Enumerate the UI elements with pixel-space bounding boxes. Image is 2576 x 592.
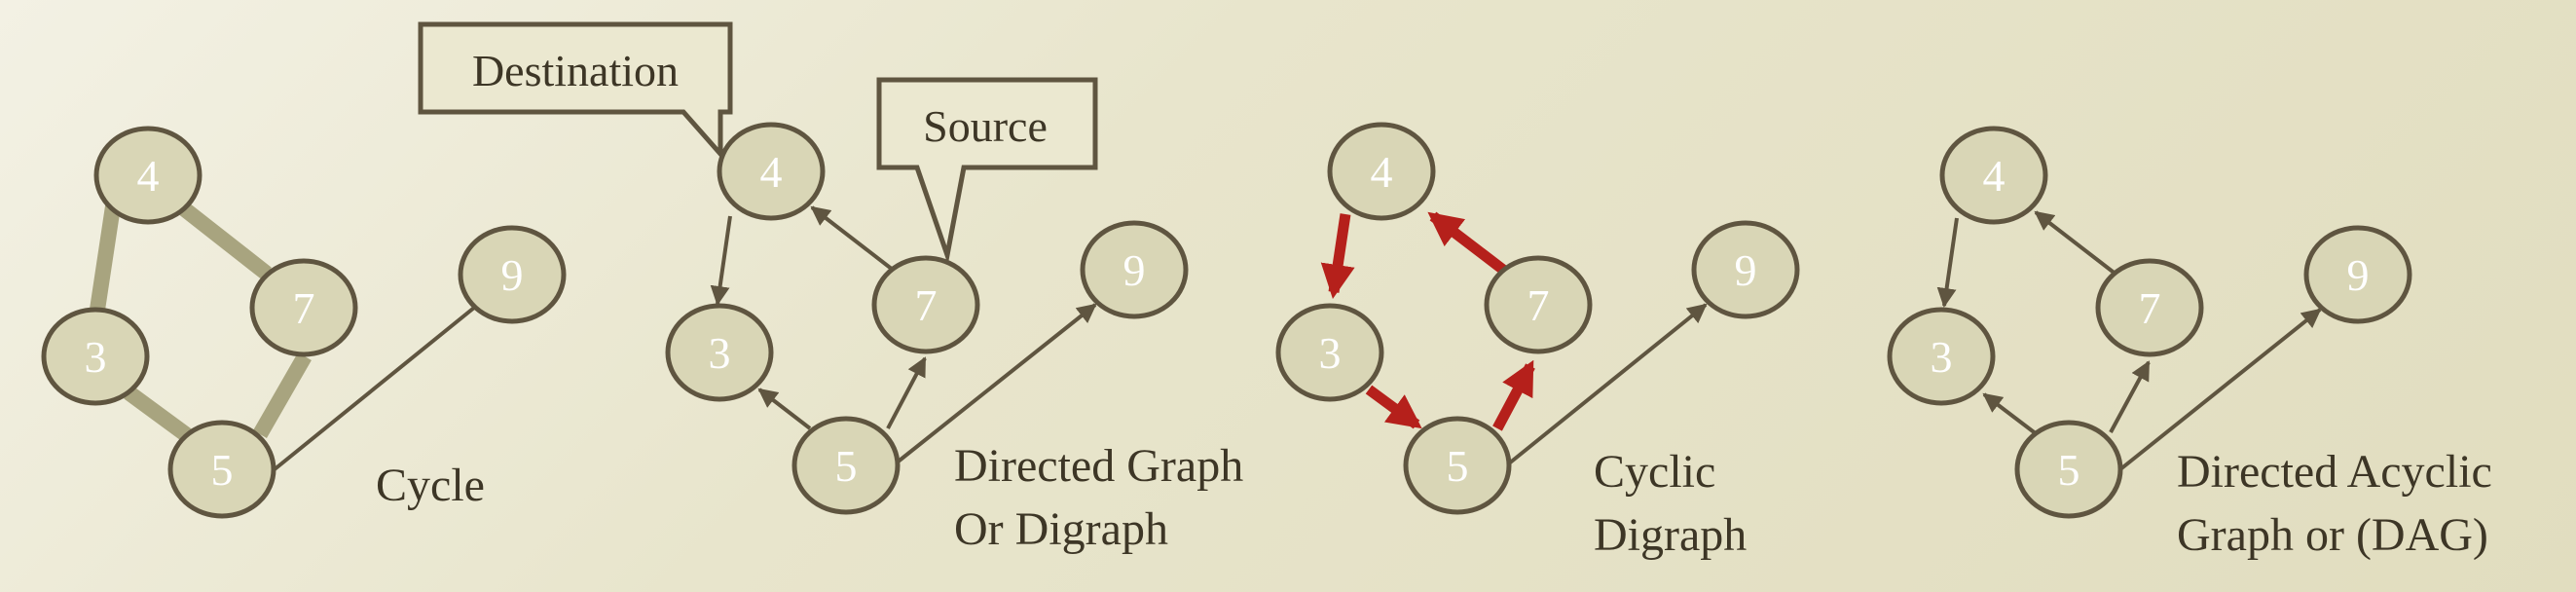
edge-5-9: [273, 306, 476, 471]
caption-line-2: Or Digraph: [954, 503, 1168, 555]
node-label: 9: [501, 250, 524, 300]
node-label: 7: [2139, 283, 2161, 333]
destination-label: Destination: [472, 46, 679, 95]
graph-directed: 4 7 3 5 9 Destination Source Direc: [418, 21, 1243, 555]
edge-3-5: [124, 386, 196, 445]
edges: [1936, 210, 2322, 471]
node-label: 7: [1527, 280, 1550, 330]
node-4: 4: [93, 126, 202, 225]
edge-4-3: [1320, 213, 1355, 299]
node-3: 3: [665, 303, 774, 402]
edge-5-7: [886, 356, 927, 429]
edge-5-9: [1507, 303, 1708, 465]
node-9: 9: [458, 225, 567, 324]
node-label: 7: [915, 280, 938, 330]
node-4: 4: [717, 122, 826, 221]
node-5: 5: [1403, 416, 1512, 515]
graph-cycle: 4 7 3 5 9 Cycle: [41, 126, 567, 519]
node-7: 7: [2095, 258, 2204, 357]
edges: [90, 200, 476, 471]
node-label: 9: [1123, 245, 1146, 295]
edge-5-9: [2118, 308, 2322, 471]
node-5: 5: [2014, 420, 2123, 519]
edge-4-7: [176, 200, 272, 280]
node-label: 9: [1735, 245, 1757, 295]
caption-line-1: Directed Graph: [954, 440, 1243, 492]
node-label: 5: [211, 445, 234, 495]
edge-5-7: [2109, 360, 2151, 433]
caption-line-1: Cycle: [376, 460, 485, 511]
node-3: 3: [1275, 303, 1384, 402]
edge-7-4: [1427, 211, 1507, 275]
node-7: 7: [871, 255, 980, 354]
node-7: 7: [249, 258, 358, 357]
node-7: 7: [1484, 255, 1593, 354]
caption-line-2: Graph or (DAG): [2177, 509, 2488, 561]
edge-7-5: [253, 352, 312, 438]
edges: [1320, 211, 1708, 465]
edge-5-3: [1982, 392, 2039, 436]
edge-5-7: [1492, 359, 1535, 431]
graph-dag: 4 7 3 5 9 Directed Acyclic Graph or (DAG…: [1887, 126, 2492, 561]
node-label: 3: [1931, 332, 1953, 382]
caption-line-2: Digraph: [1594, 509, 1747, 561]
node-label: 4: [137, 151, 160, 201]
node-3: 3: [1887, 307, 1996, 406]
caption-line-1: Directed Acyclic: [2177, 446, 2492, 498]
edge-7-4: [2034, 210, 2118, 277]
node-label: 4: [1371, 147, 1393, 197]
node-5: 5: [167, 420, 276, 519]
node-3: 3: [41, 307, 150, 406]
source-callout: Source: [876, 77, 1098, 265]
node-label: 9: [2347, 250, 2370, 300]
destination-callout: Destination: [418, 21, 733, 161]
node-label: 4: [760, 147, 783, 197]
node-label: 7: [293, 283, 315, 333]
node-4: 4: [1327, 122, 1436, 221]
node-9: 9: [1080, 220, 1189, 319]
edge-4-3: [1936, 217, 1959, 308]
edge-5-3: [757, 388, 812, 430]
edge-4-3: [710, 215, 732, 306]
edge-5-9: [894, 303, 1097, 465]
node-label: 3: [709, 328, 731, 378]
caption-line-1: Cyclic: [1594, 446, 1715, 498]
node-5: 5: [791, 416, 901, 515]
edges: [710, 205, 1097, 465]
node-label: 5: [1447, 441, 1469, 491]
edge-4-3: [90, 204, 121, 312]
edge-7-4: [810, 205, 895, 272]
node-4: 4: [1939, 126, 2048, 225]
node-label: 5: [835, 441, 858, 491]
node-label: 3: [85, 332, 107, 382]
node-9: 9: [2303, 225, 2412, 324]
graph-cyclic-digraph: 4 7 3 5 9 Cyclic Digraph: [1275, 122, 1800, 561]
node-label: 4: [1983, 151, 2006, 201]
node-9: 9: [1691, 220, 1800, 319]
node-label: 5: [2058, 445, 2080, 495]
node-label: 3: [1319, 328, 1342, 378]
source-label: Source: [923, 101, 1048, 151]
edge-3-5: [1365, 385, 1422, 429]
